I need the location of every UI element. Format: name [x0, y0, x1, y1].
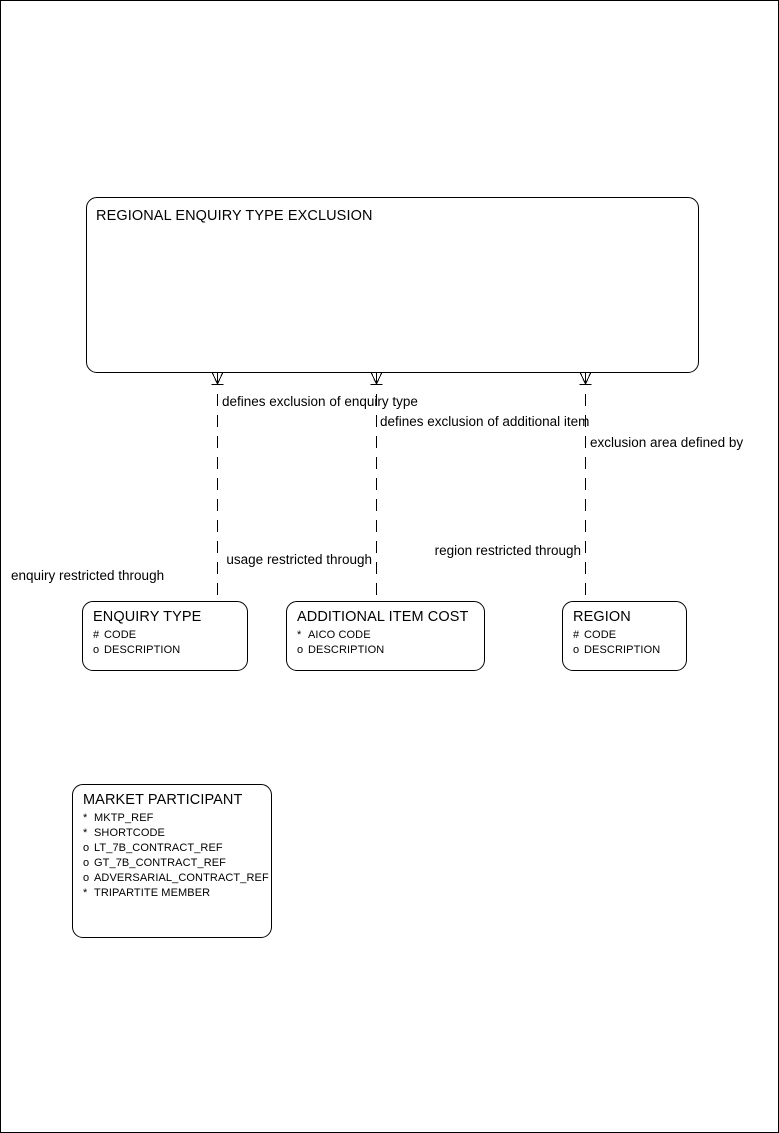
attribute-marker: # — [93, 629, 100, 641]
entity-title: REGIONAL ENQUIRY TYPE EXCLUSION — [96, 208, 373, 224]
attribute-marker: o — [83, 842, 90, 854]
entity-additional-item-cost[interactable]: ADDITIONAL ITEM COST * AICO CODE o DESCRIP… — [286, 601, 485, 671]
attribute-marker: o — [573, 644, 580, 656]
relationship-label-exclusion-area-defined-by: exclusion area defined by — [590, 435, 744, 450]
relationship-label-enquiry-restricted-through: enquiry restricted through — [11, 568, 165, 583]
attribute-name: SHORTCODE — [94, 827, 165, 839]
attribute-name: DESCRIPTION — [584, 644, 661, 656]
attribute-name: AICO CODE — [308, 629, 371, 641]
attribute-marker: # — [573, 629, 580, 641]
entity-enquiry-type[interactable]: ENQUIRY TYPE # CODE o DESCRIPTION — [82, 601, 248, 671]
attribute-row: o DESCRIPTION — [297, 643, 384, 658]
attribute-list: * MKTP_REF * SHORTCODE o LT_7B_CONTRACT_REF… — [83, 811, 269, 901]
entity-title: ENQUIRY TYPE — [93, 609, 202, 625]
attribute-row: * AICO CODE — [297, 628, 384, 643]
attribute-name: MKTP_REF — [94, 812, 154, 824]
attribute-list: # CODE o DESCRIPTION — [93, 628, 180, 658]
attribute-name: LT_7B_CONTRACT_REF — [94, 842, 223, 854]
attribute-marker: * — [83, 827, 88, 839]
entity-title: MARKET PARTICIPANT — [83, 792, 243, 808]
attribute-list: * AICO CODE o DESCRIPTION — [297, 628, 384, 658]
attribute-row: * MKTP_REF — [83, 811, 269, 826]
attribute-name: ADVERSARIAL_CONTRACT_REF — [94, 872, 269, 884]
relationship-label-defines-additional-item: defines exclusion of additional item — [380, 414, 590, 429]
entity-title: REGION — [573, 609, 631, 625]
attribute-marker: o — [297, 644, 304, 656]
attribute-marker: o — [83, 857, 90, 869]
entity-title: ADDITIONAL ITEM COST — [297, 609, 469, 625]
relationship-label-region-restricted-through: region restricted through — [434, 543, 581, 558]
attribute-row: # CODE — [93, 628, 180, 643]
attribute-row: # CODE — [573, 628, 660, 643]
entity-regional-enquiry-type-exclusion[interactable]: REGIONAL ENQUIRY TYPE EXCLUSION — [86, 197, 699, 373]
attribute-name: DESCRIPTION — [308, 644, 385, 656]
relationship-line-region — [579, 370, 592, 601]
attribute-marker: * — [83, 887, 88, 899]
relationship-label-defines-enquiry-type: defines exclusion of enquiry type — [222, 394, 418, 409]
attribute-row: o LT_7B_CONTRACT_REF — [83, 841, 269, 856]
entity-market-participant[interactable]: MARKET PARTICIPANT * MKTP_REF * SHORTCODE … — [72, 784, 272, 938]
attribute-name: CODE — [104, 629, 137, 641]
attribute-name: TRIPARTITE MEMBER — [94, 887, 211, 899]
attribute-marker: o — [83, 872, 90, 884]
attribute-marker: * — [83, 812, 88, 824]
attribute-list: # CODE o DESCRIPTION — [573, 628, 660, 658]
attribute-marker: * — [297, 629, 302, 641]
attribute-row: o GT_7B_CONTRACT_REF — [83, 856, 269, 871]
attribute-name: GT_7B_CONTRACT_REF — [94, 857, 226, 869]
attribute-row: * SHORTCODE — [83, 826, 269, 841]
attribute-marker: o — [93, 644, 100, 656]
entity-region[interactable]: REGION # CODE o DESCRIPTION — [562, 601, 687, 671]
relationship-label-usage-restricted-through: usage restricted through — [226, 552, 372, 567]
attribute-row: * TRIPARTITE MEMBER — [83, 886, 269, 901]
attribute-row: o DESCRIPTION — [573, 643, 660, 658]
attribute-name: DESCRIPTION — [104, 644, 181, 656]
attribute-row: o ADVERSARIAL_CONTRACT_REF — [83, 871, 269, 886]
attribute-row: o DESCRIPTION — [93, 643, 180, 658]
attribute-name: CODE — [584, 629, 617, 641]
